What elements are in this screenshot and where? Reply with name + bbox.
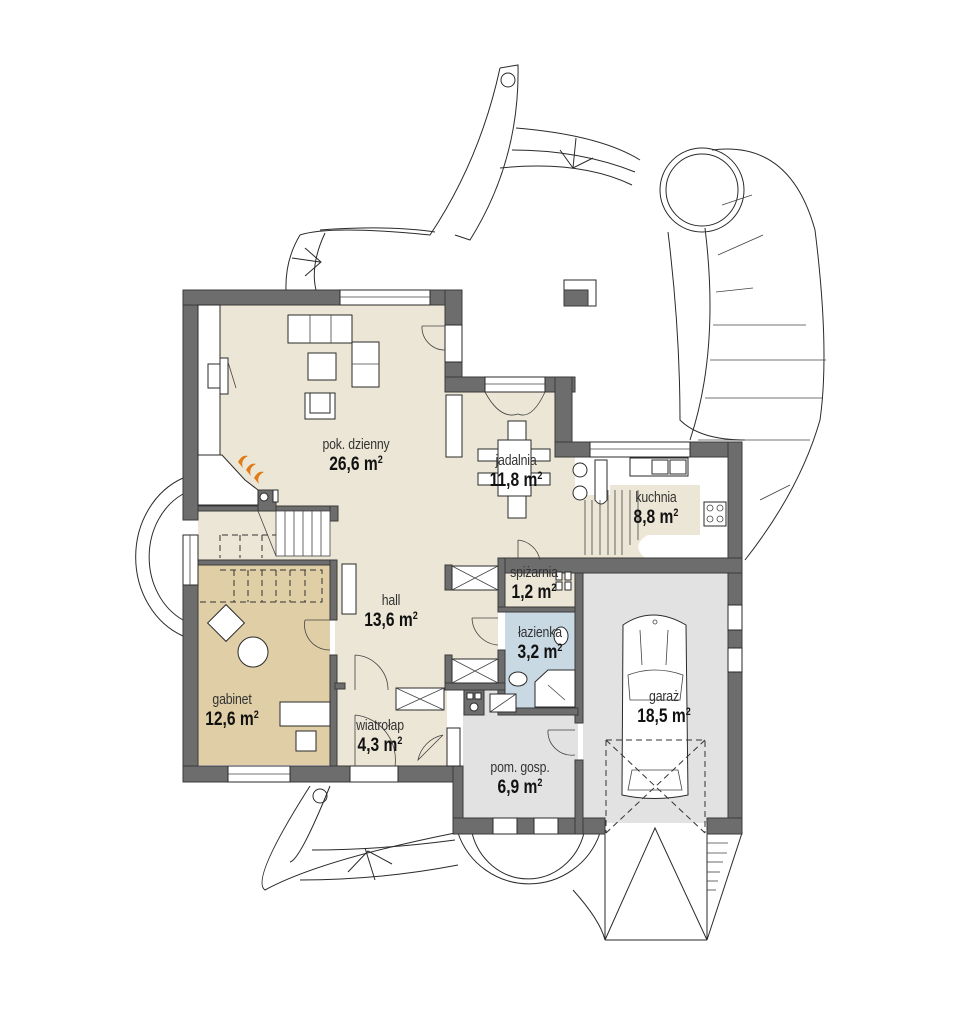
room-label-bathroom: łazienka 3,2 m2 bbox=[513, 625, 568, 662]
terrace-outline bbox=[135, 64, 826, 941]
room-area: 13,6 m2 bbox=[364, 610, 418, 631]
room-name: pok. dzienny bbox=[322, 436, 390, 453]
door-swings bbox=[304, 325, 576, 767]
room-name: wiatrołap bbox=[356, 717, 404, 734]
room-area: 6,9 m2 bbox=[497, 777, 543, 798]
room-area: 11,8 m2 bbox=[489, 470, 543, 491]
room-area: 1,2 m2 bbox=[511, 582, 557, 603]
windows bbox=[182, 289, 743, 835]
room-area: 3,2 m2 bbox=[517, 642, 563, 663]
room-name: gabinet bbox=[212, 691, 252, 708]
room-label-vestibule: wiatrołap 4,3 m2 bbox=[351, 718, 409, 755]
room-label-hall: hall 13,6 m2 bbox=[358, 593, 423, 630]
room-name: pom. gosp. bbox=[490, 759, 550, 776]
room-label-office: gabinet 12,6 m2 bbox=[199, 692, 264, 729]
room-name: garaż bbox=[649, 688, 679, 705]
room-label-living: pok. dzienny 26,6 m2 bbox=[315, 437, 397, 474]
room-label-utility: pom. gosp. 6,9 m2 bbox=[484, 760, 556, 797]
room-area: 8,8 m2 bbox=[633, 507, 679, 528]
room-label-garage: garaż 18,5 m2 bbox=[631, 689, 696, 726]
room-name: hall bbox=[381, 592, 401, 609]
furniture bbox=[197, 304, 727, 834]
room-area: 12,6 m2 bbox=[205, 709, 259, 730]
room-name: kuchnia bbox=[635, 489, 677, 506]
room-label-pantry: spiżarnia 1,2 m2 bbox=[505, 565, 563, 602]
room-area: 26,6 m2 bbox=[329, 454, 383, 475]
room-name: łazienka bbox=[518, 624, 562, 641]
room-area: 4,3 m2 bbox=[357, 735, 403, 756]
room-area: 18,5 m2 bbox=[637, 706, 691, 727]
room-label-kitchen: kuchnia 8,8 m2 bbox=[629, 490, 684, 527]
room-name: jadalnia bbox=[495, 452, 537, 469]
room-name: spiżarnia bbox=[510, 564, 558, 581]
room-label-dining: jadalnia 11,8 m2 bbox=[484, 453, 548, 490]
